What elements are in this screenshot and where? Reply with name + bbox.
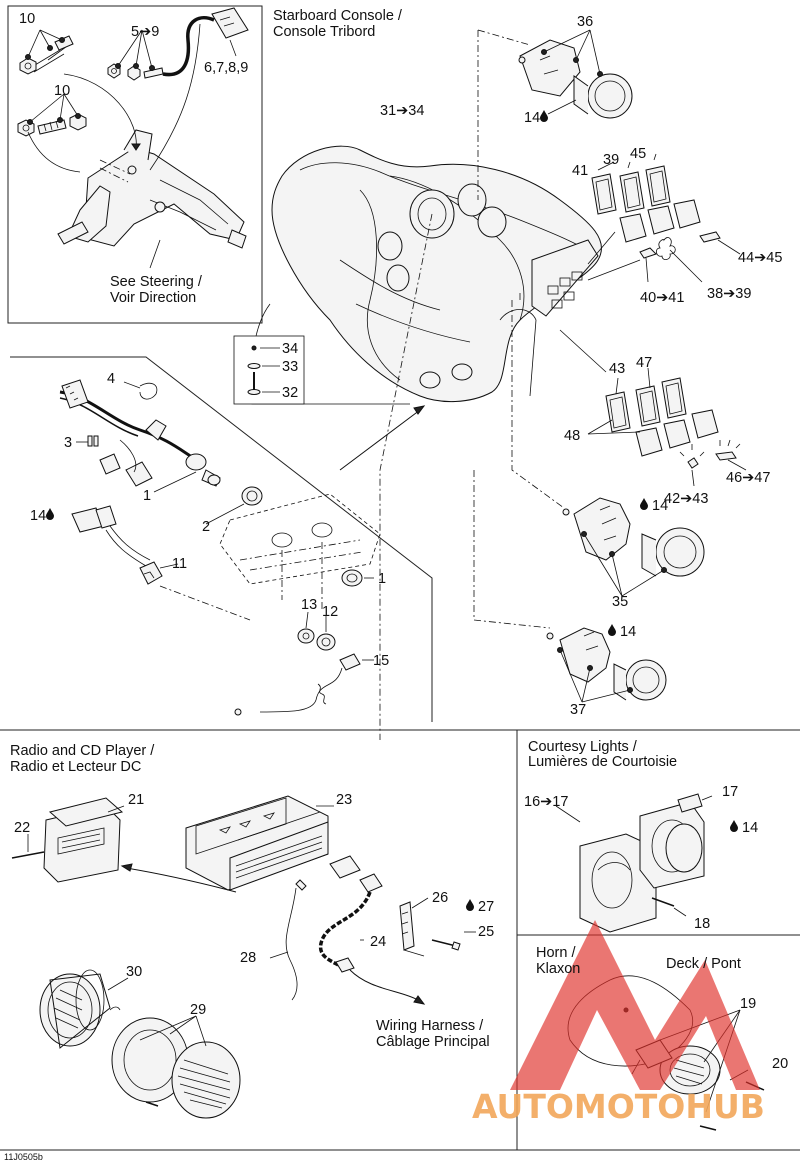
callout-1-a: 1 [143,488,151,504]
callout-22: 22 [14,820,30,836]
callout-28: 28 [240,950,256,966]
callout-16-17: 16➔17 [524,794,568,810]
fastener-32-34 [233,335,305,405]
courtesy-light [555,793,713,933]
steering-inset [17,7,249,269]
callout-20: 20 [772,1056,788,1072]
callout-5-9: 5➔9 [131,24,159,40]
callout-2: 2 [202,519,210,535]
callout-42-43: 42➔43 [664,491,708,507]
callouts: 10 5➔9 6,7,8,9 10 36 31➔34 14 41 39 45 4… [14,11,788,1072]
callout-45: 45 [630,146,646,162]
callout-18: 18 [694,916,710,932]
callout-14-a: 14 [524,110,540,126]
callout-23: 23 [336,792,352,808]
callout-36: 36 [577,14,593,30]
drop-icon [46,508,54,520]
callout-40-41: 40➔41 [640,290,684,306]
drop-icon [640,498,648,510]
title-courtesy-fr: Lumières de Courtoisie [528,754,677,770]
callout-41: 41 [572,163,588,179]
drop-icon [608,624,616,636]
callout-17: 17 [722,784,738,800]
radio-section [11,795,476,1119]
gauge-35 [562,497,705,597]
callout-29: 29 [190,1002,206,1018]
callout-37: 37 [570,702,586,718]
callout-32: 32 [282,385,298,401]
callout-14-b: 14 [30,508,46,524]
callout-33: 33 [282,359,298,375]
callout-21: 21 [128,792,144,808]
console-body [271,145,603,403]
title-horn: Horn / [536,945,576,961]
callout-46-47: 46➔47 [726,470,770,486]
callout-48: 48 [564,428,580,444]
callout-11: 11 [172,556,187,572]
callout-15: 15 [373,653,389,669]
label-harness-fr: Câblage Principal [376,1034,490,1050]
label-deck: Deck / Pont [666,956,741,972]
callout-19: 19 [740,996,756,1012]
callout-4: 4 [107,371,115,387]
callout-10-mid: 10 [54,83,70,99]
callout-3: 3 [64,435,72,451]
callout-14-e: 14 [742,820,758,836]
callout-14-d: 14 [620,624,636,640]
callout-44-45: 44➔45 [738,250,782,266]
steering-inset-frame [7,5,263,324]
title-steering-fr: Voir Direction [110,290,196,306]
title-steering: See Steering / [110,274,203,290]
callout-14-c: 14 [652,498,668,514]
callout-35: 35 [612,594,628,610]
title-radio-fr: Radio et Lecteur DC [10,759,141,775]
callout-47: 47 [636,355,652,371]
switch-covers-top [591,153,741,283]
gauge-37 [546,627,667,703]
drop-icon [540,110,548,122]
gauge-36 [518,29,633,119]
title-starboard: Starboard Console / [273,8,403,24]
title-courtesy: Courtesy Lights / [528,739,638,755]
title-horn-fr: Klaxon [536,961,580,977]
drop-icon [466,899,474,911]
drop-icon [730,820,738,832]
sealant-drop-icons [46,110,738,911]
callout-13: 13 [301,597,317,613]
callout-26: 26 [432,890,448,906]
callout-10-top: 10 [19,11,35,27]
callout-31-34: 31➔34 [380,103,424,119]
watermark-logo [510,920,760,1090]
ignition-inset-frame [10,356,433,722]
callout-6-9: 6,7,8,9 [204,60,248,76]
callout-39: 39 [603,152,619,168]
title-starboard-fr: Console Tribord [273,24,375,40]
callout-25: 25 [478,924,494,940]
callout-38-39: 38➔39 [707,286,751,302]
callout-24: 24 [370,934,386,950]
ignition-inset [59,379,426,716]
callout-34: 34 [282,341,298,357]
callout-1-b: 1 [378,571,386,587]
switch-covers-bottom [587,367,747,487]
callout-43: 43 [609,361,625,377]
figure-id: 11J0505b [4,1152,43,1162]
watermark-text: AUTOMOTOHUB [472,1087,765,1126]
callout-27: 27 [478,899,494,915]
label-harness: Wiring Harness / [376,1018,484,1034]
title-radio: Radio and CD Player / [10,743,155,759]
callout-12: 12 [322,604,338,620]
callout-30: 30 [126,964,142,980]
